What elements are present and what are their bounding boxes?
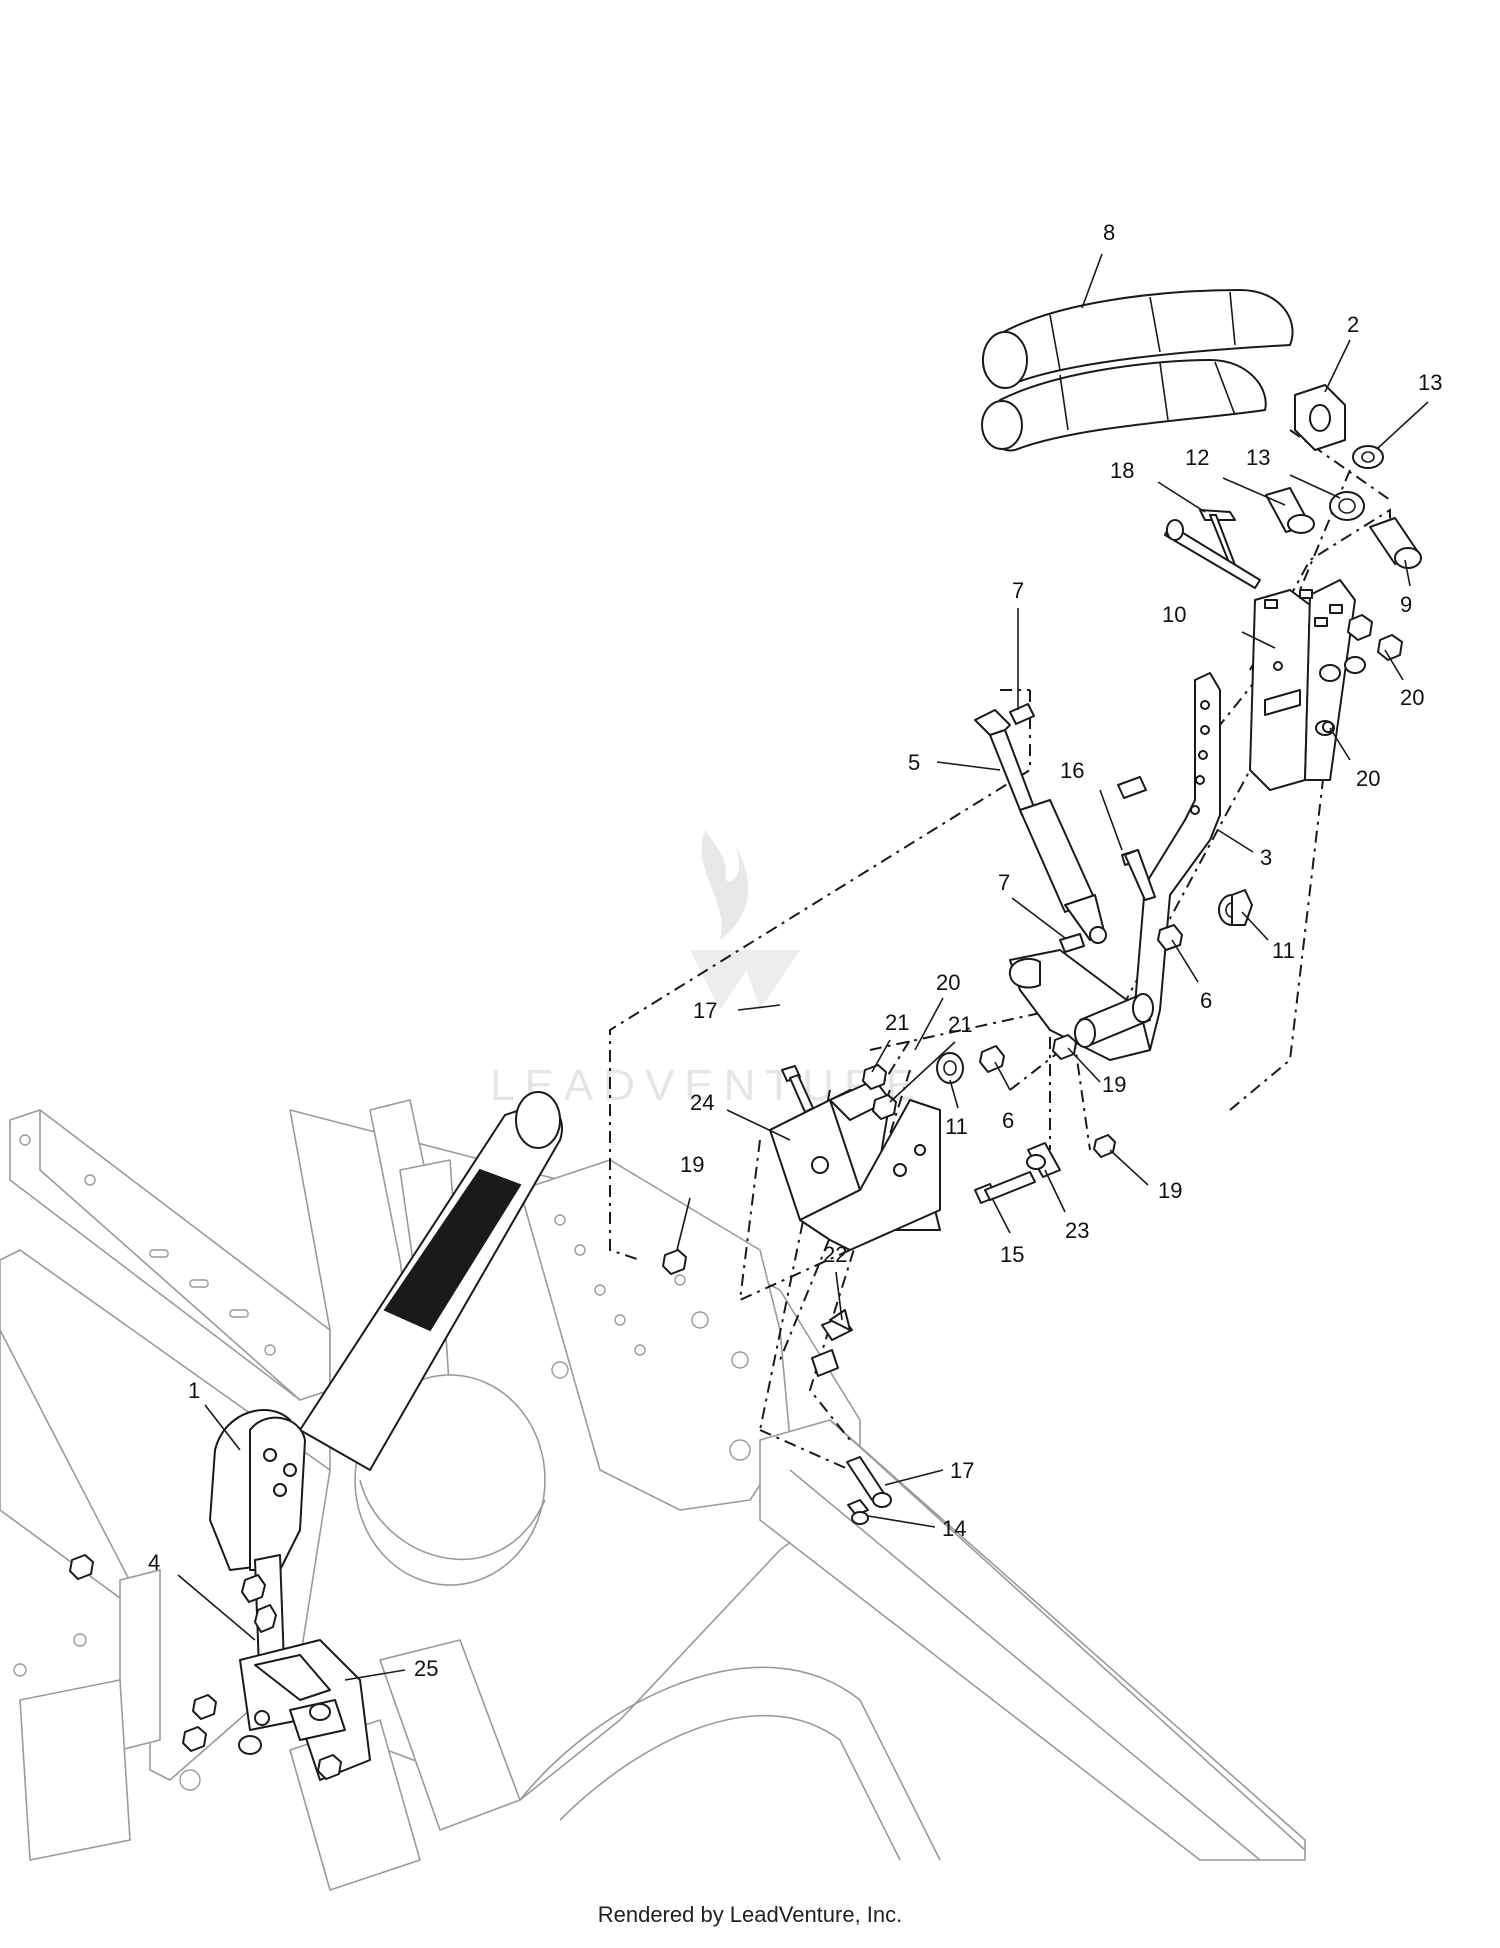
part-19-nut-a bbox=[1052, 1034, 1077, 1060]
callout-15: 15 bbox=[1000, 1242, 1024, 1267]
part-15-bolt bbox=[974, 1171, 1036, 1204]
callout-19-b: 19 bbox=[1158, 1178, 1182, 1203]
part-11-bushing-lower bbox=[936, 1052, 964, 1084]
frame-hardware bbox=[69, 1554, 342, 1780]
part-21-nut-a bbox=[862, 1064, 887, 1090]
callout-17-b: 17 bbox=[950, 1458, 974, 1483]
part-1-brake-lever bbox=[209, 1091, 563, 1571]
part-11-bushing-upper bbox=[1218, 889, 1253, 926]
callout-24: 24 bbox=[690, 1090, 714, 1115]
part-5-gas-spring bbox=[974, 709, 1107, 944]
handle-assembly bbox=[981, 289, 1346, 452]
part-18-bolts bbox=[1164, 509, 1261, 589]
part-6-lower bbox=[979, 1045, 1005, 1073]
callout-13-b: 13 bbox=[1246, 445, 1270, 470]
callout-4: 4 bbox=[148, 1550, 160, 1575]
part-13-bushing bbox=[1329, 491, 1365, 521]
part-16-bolts bbox=[1117, 776, 1156, 901]
callout-19-c: 19 bbox=[680, 1152, 704, 1177]
callout-11-a: 11 bbox=[1272, 938, 1295, 963]
part-7-pin-mid bbox=[1059, 933, 1085, 953]
part-20-hardware bbox=[1315, 614, 1403, 736]
footer-credit: Rendered by LeadVenture, Inc. bbox=[597, 1902, 903, 1927]
part-9-spacer bbox=[1369, 517, 1422, 569]
callout-17-a: 17 bbox=[693, 998, 717, 1023]
callout-10: 10 bbox=[1162, 602, 1186, 627]
callout-7-b: 7 bbox=[998, 870, 1010, 895]
callout-labels: 8 2 13 13 12 18 9 10 20 7 20 5 16 3 7 11… bbox=[148, 220, 1442, 1681]
callout-18: 18 bbox=[1110, 458, 1134, 483]
part-17-bolt-lower bbox=[846, 1456, 892, 1508]
callout-9: 9 bbox=[1400, 592, 1412, 617]
part-7-pin-top bbox=[1009, 703, 1035, 725]
callout-22: 22 bbox=[823, 1242, 847, 1267]
part-10-control-arm bbox=[1249, 579, 1356, 791]
mower-frame bbox=[0, 1099, 1306, 1891]
callout-6-b: 6 bbox=[1002, 1108, 1014, 1133]
callout-20-c: 20 bbox=[936, 970, 960, 995]
callout-19-a: 19 bbox=[1102, 1072, 1126, 1097]
callout-14: 14 bbox=[942, 1516, 966, 1541]
callout-20-a: 20 bbox=[1400, 685, 1424, 710]
part-13-washer bbox=[1352, 445, 1384, 469]
callout-1: 1 bbox=[188, 1378, 200, 1403]
callout-25: 25 bbox=[414, 1656, 438, 1681]
callout-21-a: 21 bbox=[885, 1010, 909, 1035]
pivot-shaft bbox=[1008, 949, 1154, 1061]
part-17-bolt-top bbox=[781, 1065, 814, 1113]
callout-12: 12 bbox=[1185, 445, 1209, 470]
callout-2: 2 bbox=[1347, 312, 1359, 337]
part-19-nut-c bbox=[662, 1249, 687, 1275]
part-25-bracket bbox=[239, 1639, 371, 1781]
callout-8: 8 bbox=[1103, 220, 1115, 245]
part-3-lever bbox=[1129, 672, 1221, 1056]
leader-lines bbox=[177, 253, 1429, 1681]
part-6-upper bbox=[1157, 924, 1183, 951]
part-14-bolt bbox=[847, 1499, 869, 1525]
callout-7-a: 7 bbox=[1012, 578, 1024, 603]
part-23-spacer bbox=[1026, 1142, 1061, 1178]
callout-6-a: 6 bbox=[1200, 988, 1212, 1013]
part-24-bracket bbox=[769, 1079, 941, 1251]
callout-5: 5 bbox=[908, 750, 920, 775]
callout-3: 3 bbox=[1260, 845, 1272, 870]
callout-23: 23 bbox=[1065, 1218, 1089, 1243]
callout-13-a: 13 bbox=[1418, 370, 1442, 395]
part-22-fittings bbox=[811, 1309, 853, 1377]
part-19-nut-b bbox=[1093, 1134, 1116, 1158]
callout-21-b: 21 bbox=[948, 1012, 972, 1037]
callout-20-b: 20 bbox=[1356, 766, 1380, 791]
part-12-bushing bbox=[1265, 487, 1315, 534]
callout-11-b: 11 bbox=[945, 1114, 968, 1139]
callout-16: 16 bbox=[1060, 758, 1084, 783]
